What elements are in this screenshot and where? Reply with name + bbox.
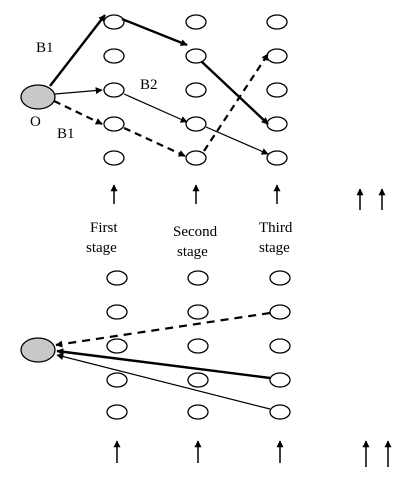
node [103, 14, 125, 30]
stage-label-3-line1: Third [259, 220, 293, 236]
top-stage-arrows [110, 184, 386, 210]
stage-label-1-line2: stage [86, 240, 117, 256]
path-label-b1-upper: B1 [36, 40, 54, 56]
path-b1-upper [49, 14, 269, 125]
node [269, 304, 291, 320]
node [185, 150, 207, 166]
bottom-stage-2-nodes [187, 270, 209, 420]
return-path-dashed [55, 311, 271, 348]
bottom-stage-arrows [113, 440, 392, 467]
node [106, 270, 128, 286]
node [106, 304, 128, 320]
bottom-stage-3-nodes [269, 270, 291, 420]
origin-label: O [30, 114, 41, 130]
top-stage-3-nodes [266, 14, 288, 166]
path-b1-lower [53, 53, 269, 157]
node [269, 372, 291, 388]
node [269, 404, 291, 420]
top-stage-1-nodes [103, 14, 125, 166]
node [185, 14, 207, 30]
node [269, 338, 291, 354]
stage-label-2-line2: stage [177, 244, 208, 260]
stage-label-1-line1: First [90, 220, 118, 236]
path-label-b2: B2 [140, 77, 158, 93]
node [266, 14, 288, 30]
node [106, 338, 128, 354]
origin-node [20, 84, 56, 110]
node [187, 270, 209, 286]
node [269, 270, 291, 286]
node [103, 82, 125, 98]
node [266, 48, 288, 64]
node [187, 404, 209, 420]
top-stage-2-nodes [185, 14, 207, 166]
stage-label-2-line1: Second [173, 224, 218, 240]
node [103, 150, 125, 166]
bottom-stage-1-nodes [106, 270, 128, 420]
node [185, 48, 207, 64]
node [106, 372, 128, 388]
node [266, 116, 288, 132]
stage-label-3-line2: stage [259, 240, 290, 256]
top-diagram: B1 B2 B1 O [20, 14, 386, 210]
stage-labels: First stage Second stage Third stage [86, 220, 293, 260]
path-b2 [54, 87, 269, 155]
node [185, 116, 207, 132]
return-path-thick [56, 348, 271, 380]
path-label-b1-lower: B1 [57, 126, 75, 142]
node [106, 404, 128, 420]
node [187, 372, 209, 388]
bottom-diagram [20, 270, 392, 467]
node [266, 150, 288, 166]
node [187, 304, 209, 320]
node [187, 338, 209, 354]
return-path-thin [56, 353, 271, 410]
node [103, 116, 125, 132]
return-paths [55, 311, 271, 410]
node [103, 48, 125, 64]
origin-node-bottom [20, 337, 56, 363]
node [185, 82, 207, 98]
node [266, 82, 288, 98]
